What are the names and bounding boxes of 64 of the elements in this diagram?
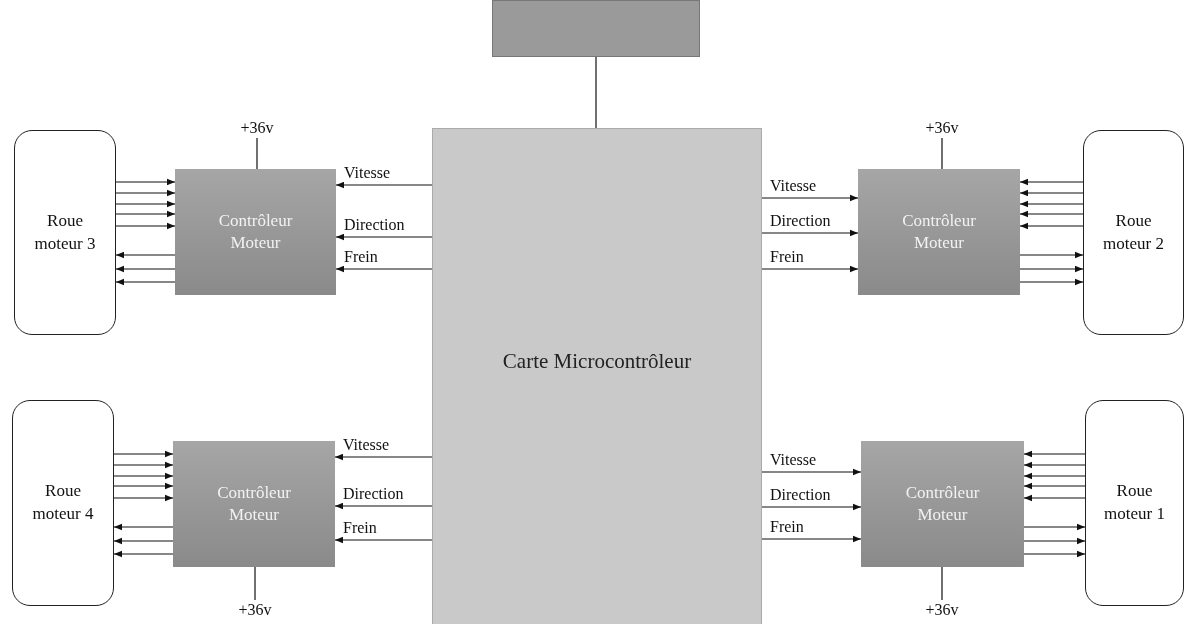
arrow bbox=[1023, 537, 1086, 545]
wheel-motor-box: Roue moteur 3 bbox=[14, 130, 116, 335]
arrow bbox=[1019, 265, 1084, 273]
arrow bbox=[1019, 189, 1084, 197]
arrow bbox=[113, 494, 174, 502]
controller-box: Contrôleur Moteur bbox=[861, 441, 1024, 567]
arrow bbox=[115, 200, 176, 208]
controller-box: Contrôleur Moteur bbox=[858, 169, 1020, 295]
controller-box: Contrôleur Moteur bbox=[175, 169, 336, 295]
wheel-motor-box: Roue moteur 1 bbox=[1085, 400, 1184, 606]
arrow bbox=[761, 194, 859, 202]
arrow bbox=[113, 450, 174, 458]
arrow bbox=[335, 265, 433, 273]
edge-label: Frein bbox=[342, 248, 380, 266]
arrow bbox=[1023, 550, 1086, 558]
arrow bbox=[1023, 482, 1086, 490]
arrow bbox=[761, 468, 862, 476]
edge-label: Vitesse bbox=[342, 164, 393, 182]
arrow bbox=[335, 181, 433, 189]
arrow bbox=[115, 189, 176, 197]
arrow bbox=[334, 536, 433, 544]
arrow bbox=[335, 233, 433, 241]
arrow bbox=[1023, 450, 1086, 458]
arrow bbox=[115, 178, 176, 186]
edge-label: Direction bbox=[341, 485, 406, 503]
wheel-motor-box: Roue moteur 2 bbox=[1083, 130, 1184, 335]
edge-label: Frein bbox=[341, 519, 379, 537]
arrow bbox=[113, 472, 174, 480]
arrow bbox=[113, 537, 174, 545]
arrow bbox=[115, 278, 176, 286]
arrow bbox=[761, 265, 859, 273]
arrow bbox=[115, 210, 176, 218]
arrow bbox=[1019, 178, 1084, 186]
arrow bbox=[1023, 523, 1086, 531]
arrow bbox=[1019, 210, 1084, 218]
arrow bbox=[1019, 200, 1084, 208]
arrow bbox=[761, 229, 859, 237]
arrow bbox=[113, 482, 174, 490]
voltage-label: +36v bbox=[917, 600, 967, 620]
arrow bbox=[113, 461, 174, 469]
edge-label: Direction bbox=[342, 216, 407, 234]
arrow bbox=[115, 251, 176, 259]
voltage-label: +36v bbox=[917, 118, 967, 138]
wheel-motor-box: Roue moteur 4 bbox=[12, 400, 114, 606]
arrow bbox=[113, 550, 174, 558]
controller-box: Contrôleur Moteur bbox=[173, 441, 335, 567]
arrow bbox=[1019, 278, 1084, 286]
arrow bbox=[761, 503, 862, 511]
arrow bbox=[1023, 472, 1086, 480]
arrow bbox=[761, 535, 862, 543]
arrow bbox=[334, 453, 433, 461]
arrow bbox=[1019, 222, 1084, 230]
arrow bbox=[113, 523, 174, 531]
arrow bbox=[115, 265, 176, 273]
edge-label: Vitesse bbox=[341, 436, 392, 454]
microcontroller-board: Carte Microcontrôleur bbox=[432, 128, 762, 624]
voltage-label: +36v bbox=[232, 118, 282, 138]
arrow bbox=[1019, 251, 1084, 259]
arrow bbox=[1023, 494, 1086, 502]
arrow bbox=[334, 502, 433, 510]
voltage-label: +36v bbox=[230, 600, 280, 620]
arrow bbox=[115, 222, 176, 230]
arrow bbox=[1023, 461, 1086, 469]
module-box bbox=[492, 0, 700, 57]
